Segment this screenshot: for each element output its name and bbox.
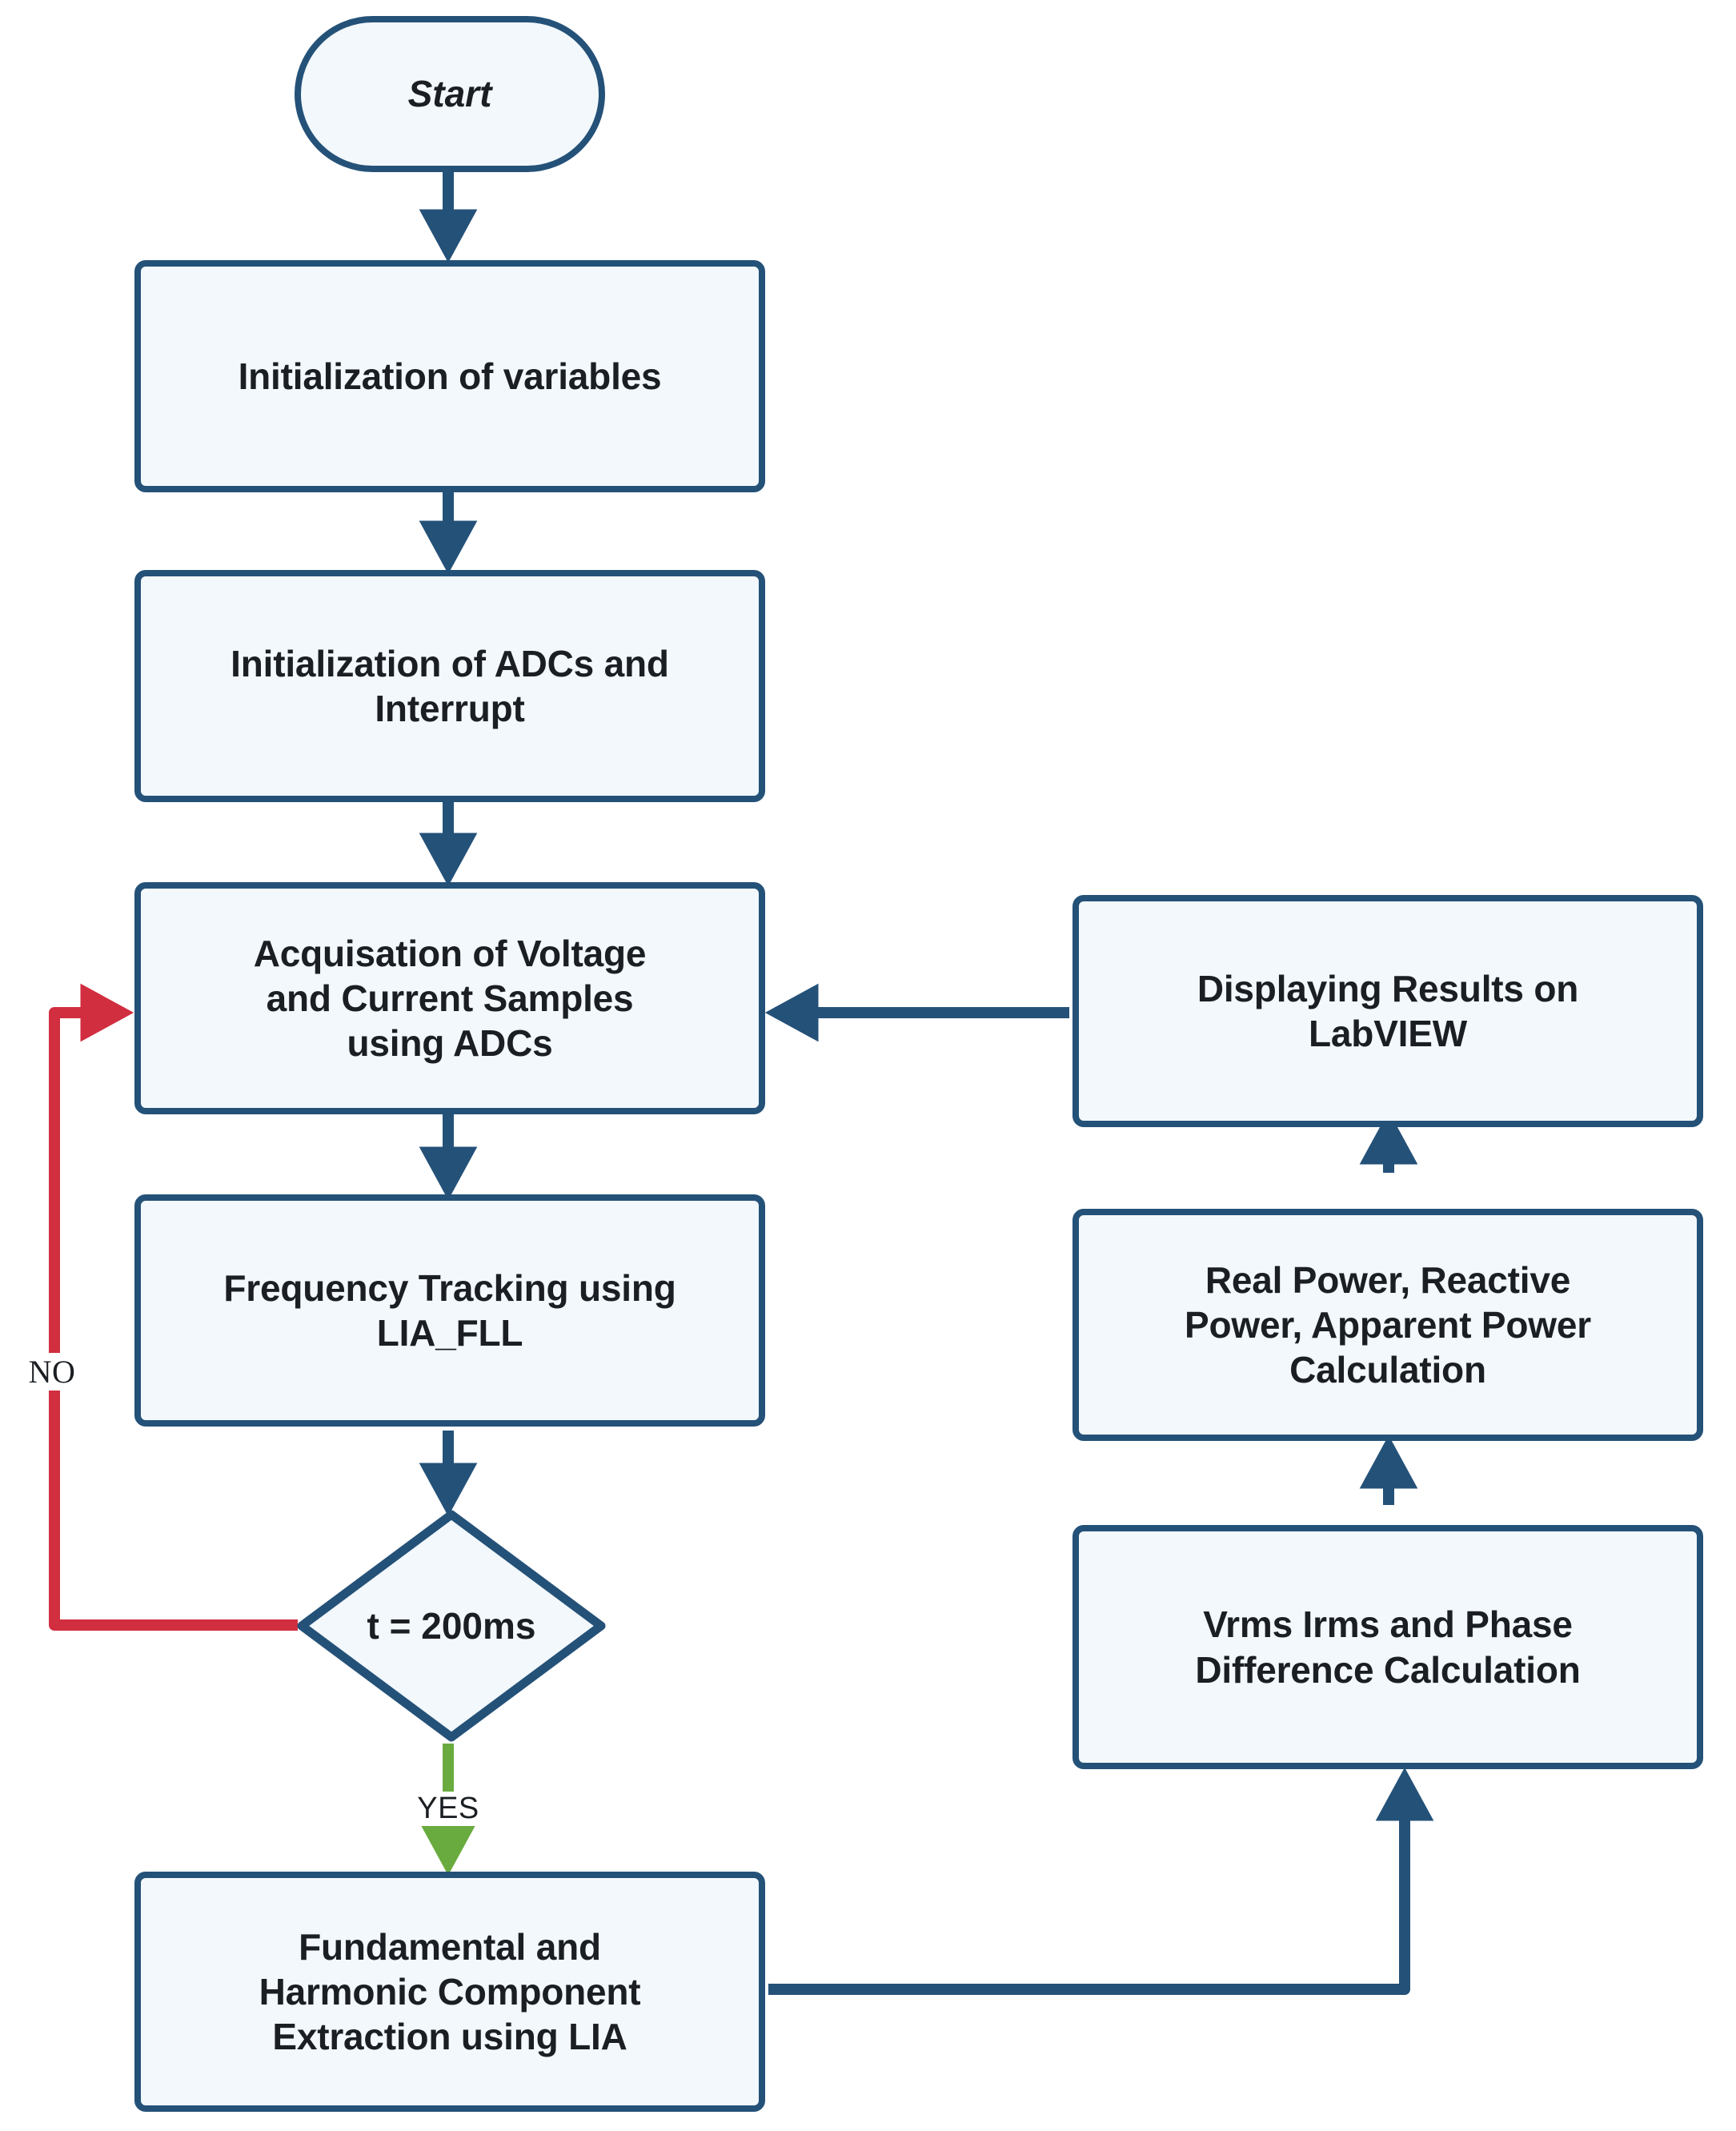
node-timer-check[interactable]: t = 200ms xyxy=(296,1509,607,1743)
node-acquisition-label: Acquisation of Voltage and Current Sampl… xyxy=(253,932,647,1065)
node-freq-track[interactable]: Frequency Tracking using LIA_FLL xyxy=(134,1194,765,1427)
node-extraction[interactable]: Fundamental and Harmonic Component Extra… xyxy=(134,1872,765,2112)
node-extraction-label: Fundamental and Harmonic Component Extra… xyxy=(259,1925,641,2058)
node-init-adc-label: Initialization of ADCs and Interrupt xyxy=(231,642,669,729)
edge-extraction-to-vrms-irms xyxy=(768,1767,1434,1995)
node-start-label: Start xyxy=(407,73,492,115)
node-start[interactable]: Start xyxy=(295,16,605,172)
node-init-vars-label: Initialization of variables xyxy=(238,355,662,397)
node-freq-track-label: Frequency Tracking using LIA_FLL xyxy=(223,1266,676,1354)
node-display[interactable]: Displaying Results on LabVIEW xyxy=(1072,895,1703,1127)
edge-timer-check-no-to-acquisition xyxy=(49,983,298,1631)
node-vrms-irms-label: Vrms Irms and Phase Difference Calculati… xyxy=(1195,1603,1581,1691)
node-acquisition[interactable]: Acquisation of Voltage and Current Sampl… xyxy=(134,882,765,1114)
node-power-calc-label: Real Power, Reactive Power, Apparent Pow… xyxy=(1185,1258,1591,1391)
node-display-label: Displaying Results on LabVIEW xyxy=(1197,967,1579,1054)
node-init-adc[interactable]: Initialization of ADCs and Interrupt xyxy=(134,570,765,802)
node-init-vars[interactable]: Initialization of variables xyxy=(134,260,765,492)
edge-label-no: NO xyxy=(8,1353,96,1391)
edge-label-yes: YES xyxy=(392,1792,504,1826)
decision-diamond-shape xyxy=(297,1510,606,1742)
node-vrms-irms[interactable]: Vrms Irms and Phase Difference Calculati… xyxy=(1072,1525,1703,1769)
node-power-calc[interactable]: Real Power, Reactive Power, Apparent Pow… xyxy=(1072,1209,1703,1441)
